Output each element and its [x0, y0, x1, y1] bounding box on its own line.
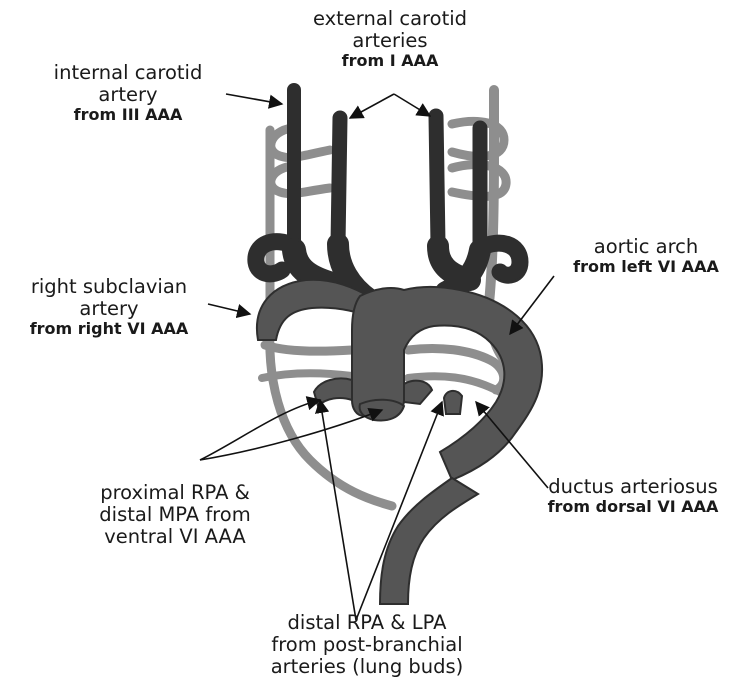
pointer-external-carotid-right — [394, 94, 430, 116]
proximal-rpa-line-2: distal MPA from — [64, 504, 286, 526]
right-subclavian-title-1: right subclavian — [2, 276, 216, 298]
aortic-arch-title: aortic arch — [556, 236, 736, 258]
left-pulmonary-curve — [262, 373, 352, 378]
left-lower-arch-regressed — [265, 345, 352, 351]
distal-rpa-lpa-line-1: distal RPA & LPA — [262, 612, 472, 634]
label-right-subclavian: right subclavian artery from right VI AA… — [2, 276, 216, 338]
left-pulmonary-stub — [404, 381, 432, 404]
distal-rpa-lpa-line-3: arteries (lung buds) — [262, 656, 472, 678]
pointer-external-carotid-left — [350, 94, 394, 118]
right-subclavian-origin: from right VI AAA — [2, 320, 216, 338]
external-carotid-title-2: arteries — [290, 30, 490, 52]
distal-rpa-lpa-line-2: from post-branchial — [262, 634, 472, 656]
ductus-arteriosus-origin: from dorsal VI AAA — [528, 498, 738, 516]
internal-carotid-title-1: internal carotid — [18, 62, 238, 84]
proximal-rpa-line-3: ventral VI AAA — [64, 526, 286, 548]
right-external-carotid-core — [436, 118, 438, 244]
ascending-aorta — [352, 287, 542, 480]
internal-carotid-title-2: artery — [18, 84, 238, 106]
descending-aorta — [380, 478, 478, 604]
internal-carotid-origin: from III AAA — [18, 106, 238, 124]
label-external-carotid: external carotid arteries from I AAA — [290, 8, 490, 70]
label-distal-rpa-lpa: distal RPA & LPA from post-branchial art… — [262, 612, 472, 677]
label-aortic-arch: aortic arch from left VI AAA — [556, 236, 736, 276]
ductus-arteriosus — [444, 391, 462, 414]
right-subclavian-title-2: artery — [2, 298, 216, 320]
ductus-arteriosus-title: ductus arteriosus — [528, 476, 738, 498]
label-ductus-arteriosus: ductus arteriosus from dorsal VI AAA — [528, 476, 738, 516]
external-carotid-title-1: external carotid — [290, 8, 490, 30]
aortic-arch-origin: from left VI AAA — [556, 258, 736, 276]
label-proximal-rpa: proximal RPA & distal MPA from ventral V… — [64, 482, 286, 547]
proximal-rpa-line-1: proximal RPA & — [64, 482, 286, 504]
left-external-carotid-core — [338, 120, 340, 244]
pointer-distal-rpa — [320, 400, 356, 620]
external-carotid-origin: from I AAA — [290, 52, 490, 70]
label-internal-carotid: internal carotid artery from III AAA — [18, 62, 238, 124]
pointer-aortic-arch — [510, 276, 554, 334]
